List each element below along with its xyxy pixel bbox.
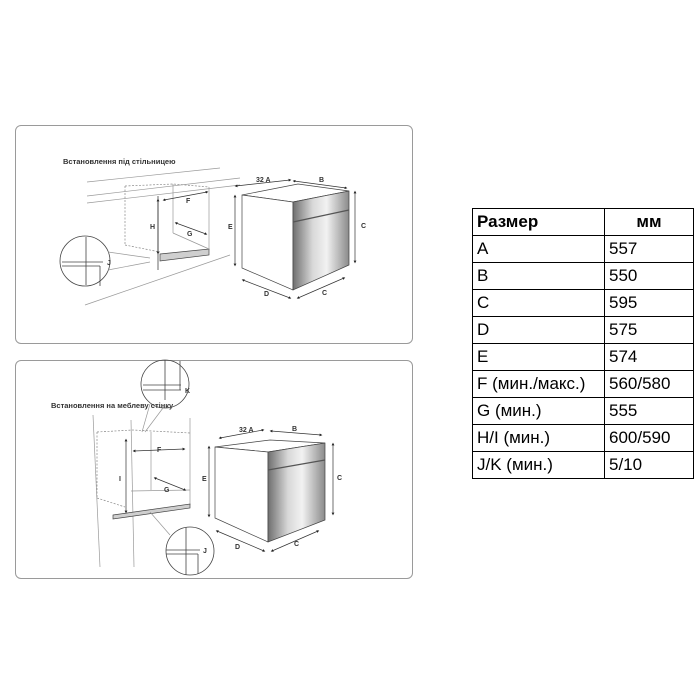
cell-value: 595 bbox=[604, 289, 694, 317]
cell-size: H/I (мин.) bbox=[472, 424, 605, 452]
header-size: Размер bbox=[472, 208, 605, 236]
dim-label-b: B bbox=[292, 426, 297, 433]
table-row: J/K (мин.)5/10 bbox=[472, 451, 694, 479]
diagram-panel-under-countertop bbox=[15, 125, 413, 344]
cell-size: J/K (мин.) bbox=[472, 451, 605, 479]
cell-size: D bbox=[472, 316, 605, 344]
dim-label-f: F bbox=[157, 447, 162, 454]
dim-label-c-height: C bbox=[337, 475, 342, 482]
cell-value: 5/10 bbox=[604, 451, 694, 479]
cell-value: 557 bbox=[604, 235, 694, 263]
dim-label-k: K bbox=[185, 388, 190, 395]
dim-label-h: H bbox=[150, 224, 155, 231]
dim-label-j: J bbox=[203, 548, 207, 555]
dim-label-a: 32 A bbox=[239, 427, 254, 434]
cell-size: B bbox=[472, 262, 605, 290]
dim-label-g: G bbox=[187, 231, 193, 238]
cell-value: 560/580 bbox=[604, 370, 694, 398]
dim-label-c-width: C bbox=[294, 541, 299, 548]
dim-label-d: D bbox=[235, 544, 240, 551]
dim-label-c-width: C bbox=[322, 290, 327, 297]
cell-size: A bbox=[472, 235, 605, 263]
dim-label-j: J bbox=[107, 260, 111, 267]
panel-title: Встановлення на меблеву стінку bbox=[51, 401, 174, 410]
header-mm: мм bbox=[604, 208, 694, 236]
dim-label-c-height: C bbox=[361, 223, 366, 230]
dim-label-f: F bbox=[186, 198, 191, 205]
table-row: H/I (мин.)600/590 bbox=[472, 424, 694, 452]
cell-size: E bbox=[472, 343, 605, 371]
cell-value: 550 bbox=[604, 262, 694, 290]
dim-label-e: E bbox=[202, 476, 207, 483]
dim-label-b: B bbox=[319, 177, 324, 184]
dim-label-g: G bbox=[164, 487, 170, 494]
dim-label-e: E bbox=[228, 224, 233, 231]
cell-size: G (мин.) bbox=[472, 397, 605, 425]
cell-value: 575 bbox=[604, 316, 694, 344]
wall-cabinet-diagram: Встановлення на меблеву стінку I F G K J bbox=[51, 359, 342, 576]
cell-value: 555 bbox=[604, 397, 694, 425]
dim-label-a: 32 A bbox=[256, 177, 271, 184]
table-row: F (мин./макс.)560/580 bbox=[472, 370, 694, 398]
dim-label-d: D bbox=[264, 291, 269, 298]
cell-value: 600/590 bbox=[604, 424, 694, 452]
under-countertop-diagram: Встановлення під стільницею H F G J bbox=[59, 157, 366, 306]
table-header-row: Размер мм bbox=[472, 208, 694, 236]
cell-size: C bbox=[472, 289, 605, 317]
cell-value: 574 bbox=[604, 343, 694, 371]
panel-title: Встановлення під стільницею bbox=[63, 157, 176, 166]
cell-size: F (мин./макс.) bbox=[472, 370, 605, 398]
diagram-panel-wall-cabinet bbox=[15, 360, 413, 579]
table-row: G (мин.)555 bbox=[472, 397, 694, 425]
dim-label-i: I bbox=[119, 476, 121, 483]
